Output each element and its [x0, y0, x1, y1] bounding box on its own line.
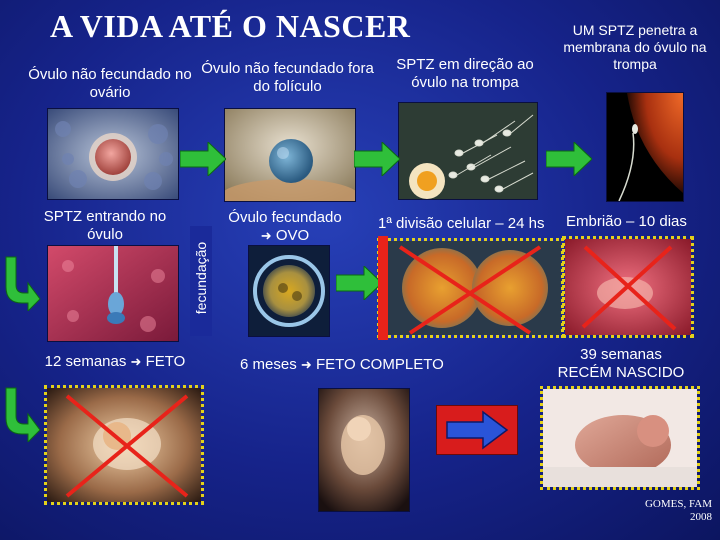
photo-sptz-penetra: [606, 92, 684, 202]
label-ovario: Óvulo não fecundado no ovário: [28, 66, 192, 101]
bullet-arrow-icon: ➜: [260, 228, 272, 243]
photo-divisao-celular: [377, 238, 564, 338]
photo-feto-12-semanas: [44, 385, 204, 505]
label-6-meses: 6 meses ➜ FETO COMPLETO: [240, 356, 444, 373]
fecundacao-bar: fecundação: [190, 226, 212, 336]
photo-sptz-entrando: [47, 245, 179, 342]
right-arrow-icon: [446, 410, 509, 450]
photo-recem-nascido: [540, 386, 700, 490]
credit: GOMES, FAM 2008: [644, 498, 712, 523]
photo-feto-6-meses: [318, 388, 410, 512]
label-penetra: UM SPTZ penetra a membrana do óvulo na t…: [563, 22, 707, 72]
label-divisao: 1ª divisão celular – 24 hs: [378, 215, 545, 232]
curved-arrow-icon: [5, 256, 41, 311]
label-fecundacao: fecundação: [193, 241, 209, 315]
photo-ovulo-fora-foliculo: [224, 108, 356, 202]
curved-arrow-icon: [5, 387, 41, 442]
label-sptz-entrando: SPTZ entrando no óvulo: [43, 208, 167, 243]
label-fora-foliculo: Óvulo não fecundado fora do folículo: [201, 60, 374, 95]
photo-ovulo-fecundado: [248, 245, 330, 337]
label-12-semanas: 12 semanas ➜ FETO: [44, 353, 186, 370]
right-arrow-icon: [336, 266, 382, 300]
label-39-semanas: 39 semanas RECÉM NASCIDO: [557, 346, 685, 381]
bullet-arrow-icon: ➜: [130, 354, 142, 369]
label-direcao: SPTZ em direção ao óvulo na trompa: [396, 56, 534, 91]
photo-sptz-direcao: [398, 102, 538, 200]
right-arrow-icon: [180, 142, 226, 176]
photo-embriao: [562, 236, 694, 338]
bullet-arrow-icon: ➜: [300, 357, 312, 372]
right-arrow-icon: [354, 142, 400, 176]
right-arrow-icon: [546, 142, 592, 176]
page-title: A VIDA ATÉ O NASCER: [50, 8, 411, 44]
red-divider-line: [378, 236, 388, 340]
next-step-arrow-box: [436, 405, 518, 455]
label-embriao: Embrião – 10 dias: [566, 213, 687, 230]
label-ovulo-fecundado: Óvulo fecundado ➜ OVO: [228, 209, 342, 244]
photo-ovulo-ovario: [47, 108, 179, 200]
